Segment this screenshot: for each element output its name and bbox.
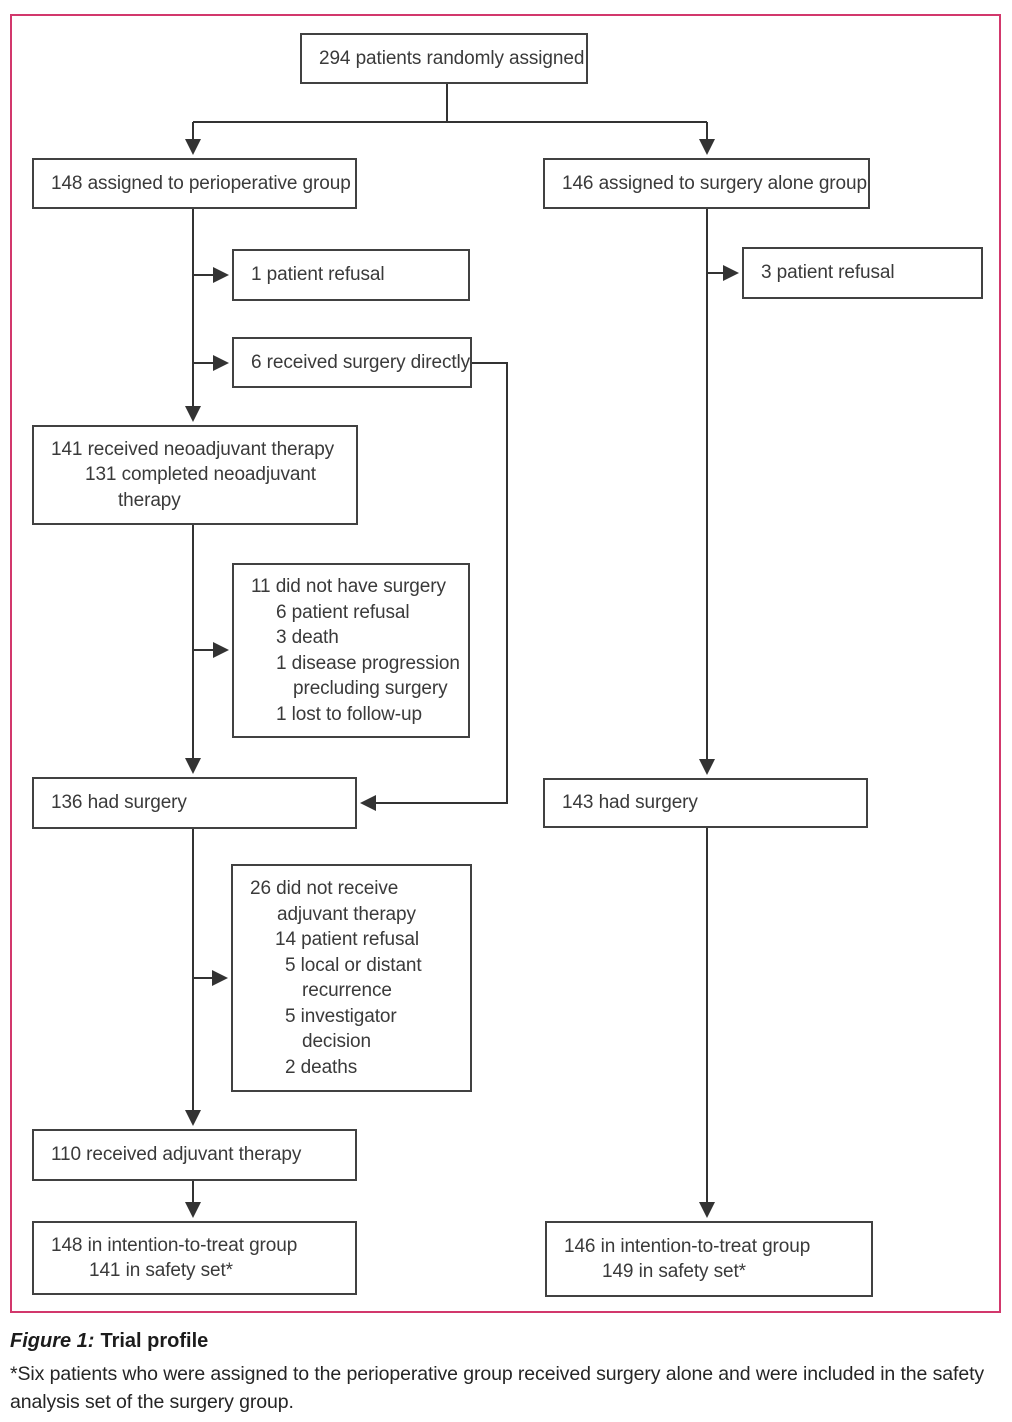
box-line: 14 patient refusal	[275, 929, 419, 950]
flow-box-randomized: 294 patients randomly assigned	[300, 33, 588, 84]
figure-caption: Figure 1:Trial profile	[10, 1330, 1002, 1353]
flow-box-surgery-alone-group: 146 assigned to surgery alone group	[543, 158, 870, 209]
figure-caption-title: Trial profile	[100, 1330, 209, 1352]
box-line: decision	[302, 1031, 371, 1052]
box-line: 5 local or distant	[285, 954, 422, 976]
box-line: 1 lost to follow-up	[276, 703, 422, 725]
box-line: 141 received neoadjuvant therapy	[51, 438, 335, 460]
box-line: 141 in safety set*	[89, 1260, 233, 1281]
box-line: 143 had surgery	[562, 792, 698, 814]
box-line: precluding surgery	[293, 678, 448, 699]
box-line: 6 patient refusal	[276, 601, 410, 623]
box-line: 11 did not have surgery	[251, 576, 446, 597]
flow-box-did-not-have-surgery: 11 did not have surgery 6 patient refusa…	[232, 563, 470, 738]
figure-frame	[10, 14, 1001, 1313]
flow-box-itt-surgery-alone: 146 in intention-to-treat group 149 in s…	[545, 1221, 873, 1297]
flow-box-patient-refusal-3: 3 patient refusal	[742, 247, 983, 299]
box-line: therapy	[118, 489, 181, 511]
box-line: 148 assigned to perioperative group	[51, 172, 351, 194]
box-line: 148 in intention-to-treat group	[51, 1234, 298, 1256]
box-line: 5 investigator	[285, 1005, 397, 1027]
box-line: 146 assigned to surgery alone group	[562, 172, 867, 194]
flow-box-received-surgery-directly: 6 received surgery directly	[232, 337, 472, 388]
box-line: 1 disease progression	[276, 652, 460, 674]
figure-footnote: *Six patients who were assigned to the p…	[10, 1363, 985, 1413]
figure-caption-label: Figure 1:	[10, 1330, 95, 1352]
flow-box-neoadjuvant-therapy: 141 received neoadjuvant therapy 131 com…	[32, 425, 358, 525]
box-line: adjuvant therapy	[277, 903, 416, 925]
box-line: 131 completed neoadjuvant	[85, 464, 316, 486]
box-line: 110 received adjuvant therapy	[51, 1144, 302, 1166]
flow-box-did-not-receive-adjuvant: 26 did not receive adjuvant therapy 14 p…	[231, 864, 472, 1092]
box-line: 294 patients randomly assigned	[319, 47, 585, 69]
box-line: 2 deaths	[285, 1056, 358, 1078]
flow-box-received-adjuvant: 110 received adjuvant therapy	[32, 1129, 357, 1181]
flow-box-patient-refusal-1: 1 patient refusal	[232, 249, 470, 301]
flow-box-perioperative-group: 148 assigned to perioperative group	[32, 158, 357, 209]
box-line: recurrence	[302, 980, 392, 1001]
box-line: 26 did not receive	[250, 878, 399, 899]
flow-box-had-surgery-136: 136 had surgery	[32, 777, 357, 829]
connector-direct-surgery-to-had-surgery	[360, 362, 508, 811]
flow-box-itt-perioperative: 148 in intention-to-treat group 141 in s…	[32, 1221, 357, 1295]
flow-box-had-surgery-143: 143 had surgery	[543, 778, 868, 828]
box-line: 1 patient refusal	[251, 264, 385, 286]
box-line: 136 had surgery	[51, 792, 187, 814]
box-line: 149 in safety set*	[602, 1261, 746, 1282]
box-line: 3 patient refusal	[761, 262, 895, 284]
connector-root-split	[193, 84, 707, 123]
box-line: 146 in intention-to-treat group	[564, 1235, 811, 1257]
box-line: 3 death	[276, 627, 339, 648]
box-line: 6 received surgery directly	[251, 351, 471, 373]
